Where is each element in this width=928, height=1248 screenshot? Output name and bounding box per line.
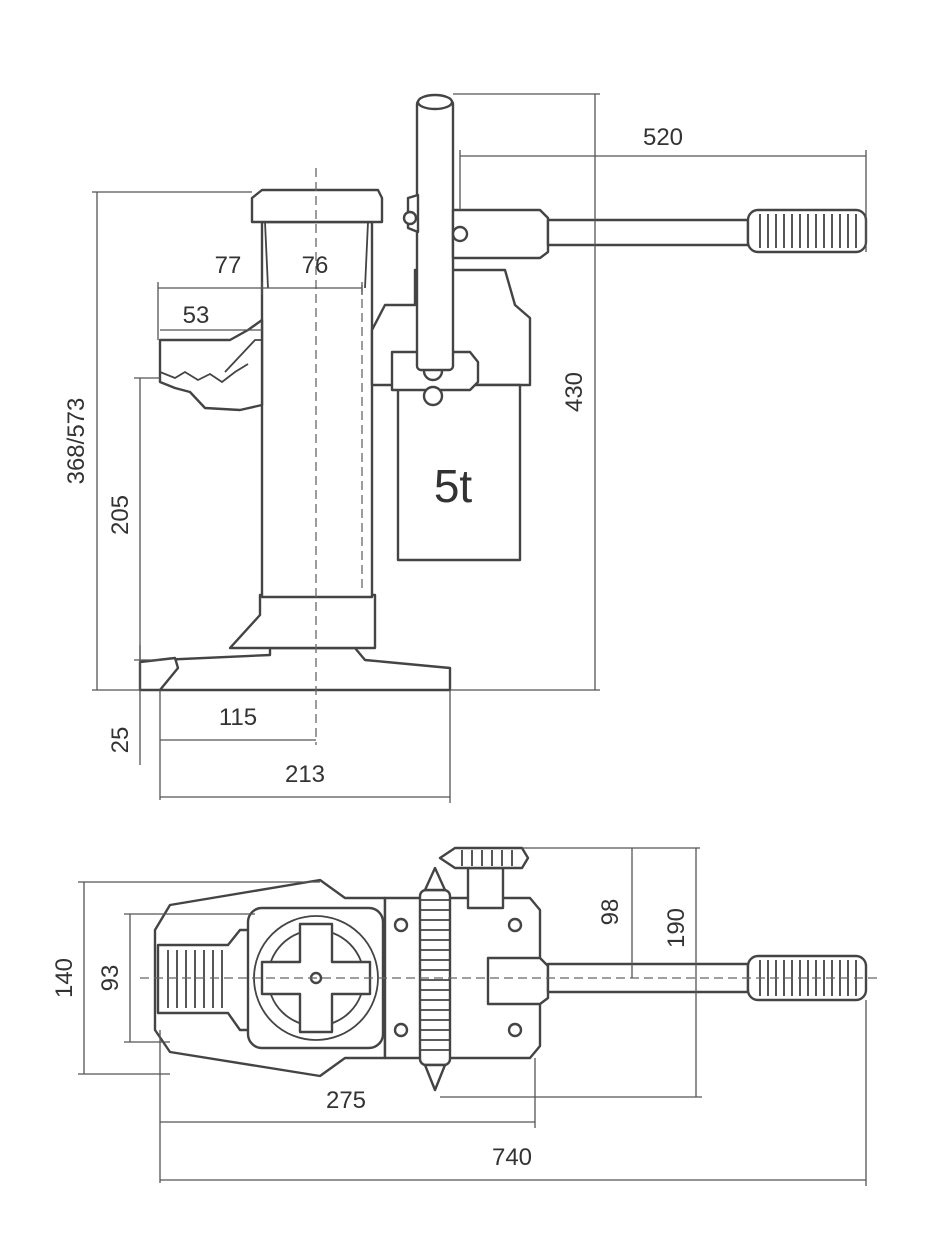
upper-toe — [158, 318, 264, 412]
dim-25: 25 — [107, 645, 160, 765]
socket-top-cap — [423, 866, 447, 892]
dim-76-label: 76 — [302, 252, 329, 279]
dim-115-label: 115 — [219, 704, 257, 731]
reservoir-tank — [396, 383, 522, 562]
top-view: 140 93 98 190 275 — [51, 846, 880, 1186]
dim-740: 740 — [160, 1000, 867, 1186]
dim-25-label: 25 — [107, 727, 134, 754]
top-handle-mount — [486, 956, 550, 1006]
handle-pivot — [451, 225, 469, 243]
socket-ribs — [420, 899, 450, 1051]
dim-140-label: 140 — [51, 958, 78, 998]
valve-knob — [438, 846, 530, 870]
grip-ridges — [759, 214, 857, 248]
socket-bottom-cap — [423, 1063, 447, 1092]
dim-275-label: 275 — [326, 1087, 366, 1114]
handle-bar — [546, 218, 750, 247]
capacity-label: 5t — [434, 460, 473, 512]
dim-205-label: 205 — [107, 495, 134, 535]
clamp-bolt-2 — [422, 385, 444, 407]
dim-213-label: 213 — [285, 761, 325, 788]
top-cap — [250, 188, 384, 224]
dim-190-label: 190 — [663, 908, 690, 948]
release-valve — [466, 866, 505, 910]
dim-93-label: 93 — [97, 965, 124, 992]
dim-275: 275 — [159, 1030, 536, 1183]
dim-77-76: 77 76 — [157, 252, 363, 340]
handle-mount — [451, 208, 550, 260]
dim-53-label: 53 — [183, 302, 210, 329]
cap-shoulder — [264, 221, 369, 289]
dim-430: 430 — [450, 93, 600, 691]
plate-bolt-2 — [507, 917, 523, 933]
dim-98: 98 — [522, 847, 700, 978]
dim-520: 520 — [459, 124, 867, 252]
toe-ridges — [167, 950, 223, 1008]
plate-bolt-1 — [393, 917, 409, 933]
dim-740-label: 740 — [492, 1144, 532, 1171]
dim-205: 205 — [107, 377, 160, 690]
plate-bolt-3 — [393, 1022, 409, 1038]
dim-53: 53 — [160, 302, 262, 331]
hinge-pin — [402, 210, 418, 226]
valve-knurls — [461, 850, 513, 866]
lever-socket-top — [416, 93, 454, 111]
lever-socket — [415, 98, 455, 372]
plate-bolt-4 — [507, 1022, 523, 1038]
jack-base — [158, 646, 452, 692]
dim-430-label: 430 — [561, 372, 588, 412]
lower-housing — [228, 593, 377, 650]
toe-bracket — [224, 339, 262, 373]
dim-140: 140 — [51, 881, 320, 1075]
dim-190: 190 — [440, 848, 702, 1098]
upper-toe-teeth — [159, 363, 249, 384]
dim-93: 93 — [97, 913, 255, 1043]
dim-77-label: 77 — [215, 252, 242, 279]
dim-98-label: 98 — [597, 899, 624, 926]
dim-213: 213 — [160, 690, 451, 803]
dim-115: 115 — [159, 690, 316, 800]
dim-520-label: 520 — [643, 124, 683, 151]
dim-368-573-label: 368/573 — [63, 398, 90, 485]
cylinder-column — [260, 220, 374, 599]
dim-368-573: 368/573 — [63, 191, 252, 691]
side-view: 520 430 368/573 77 76 53 — [63, 93, 868, 803]
